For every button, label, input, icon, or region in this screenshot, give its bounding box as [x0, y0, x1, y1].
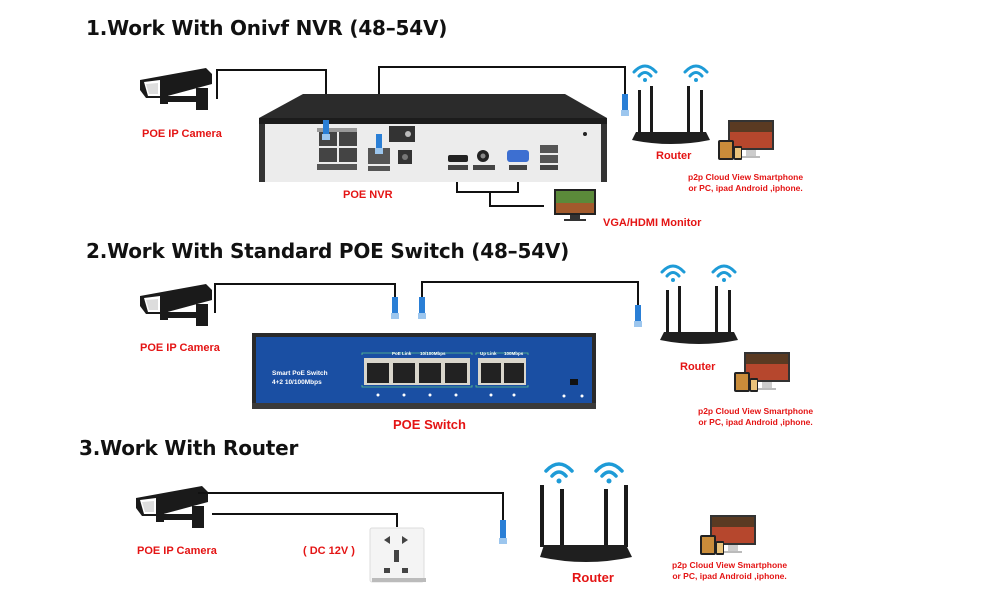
- wifi-router-icon: [658, 258, 748, 346]
- poe-nvr-device: [255, 90, 615, 185]
- cctv-camera-icon: [136, 64, 226, 114]
- camera-label: POE IP Camera: [140, 342, 220, 354]
- p2p-line-1: p2p Cloud View Smartphone: [688, 172, 804, 182]
- rj45-connector-icon: [633, 305, 643, 327]
- cctv-camera-icon: [132, 482, 222, 532]
- nvr-label: POE NVR: [343, 189, 393, 201]
- p2p-line-2: or PC, ipad Android ,iphone.: [672, 571, 787, 581]
- router-label: Router: [656, 150, 692, 162]
- poe-link-label: PoE Link: [392, 351, 412, 356]
- p2p-line-2: or PC, ipad Android ,iphone.: [698, 417, 813, 427]
- p2p-line-1: p2p Cloud View Smartphone: [698, 406, 814, 416]
- rj45-connector-icon: [374, 134, 384, 154]
- rj45-connector-icon: [620, 94, 630, 116]
- poe-speed-label: 10/100Mbps: [420, 351, 446, 356]
- poe-switch-device: Smart PoE Switch 4+2 10/100Mbps PoE Link…: [252, 333, 596, 409]
- wifi-router-icon: [540, 455, 640, 567]
- rj45-connector-icon: [498, 520, 508, 544]
- switch-brand-line-1: Smart PoE Switch: [272, 370, 328, 377]
- section-1-title: 1.Work With Onivf NVR (48–54V): [86, 16, 448, 40]
- p2p-line-1: p2p Cloud View Smartphone: [672, 560, 788, 570]
- power-outlet-icon: [368, 526, 428, 584]
- rj45-connector-icon: [321, 120, 331, 140]
- power-label: ( DC 12V ): [303, 545, 355, 557]
- pc-tablet-phone-icon: [734, 352, 790, 396]
- section-2-title: 2.Work With Standard POE Switch (48–54V): [86, 239, 570, 263]
- router-label: Router: [680, 361, 716, 373]
- p2p-text: p2p Cloud View Smartphone or PC, ipad An…: [688, 172, 803, 194]
- uplink-label: Up Link: [480, 351, 497, 356]
- switch-brand-line-2: 4+2 10/100Mbps: [272, 379, 322, 386]
- p2p-line-2: or PC, ipad Android ,iphone.: [688, 183, 803, 193]
- switch-label: POE Switch: [393, 417, 466, 432]
- wifi-router-icon: [630, 58, 720, 146]
- cctv-camera-icon: [136, 280, 226, 330]
- monitor-label: VGA/HDMI Monitor: [603, 217, 702, 229]
- rj45-connector-icon: [390, 297, 400, 319]
- rj45-connector-icon: [417, 297, 427, 319]
- section-3-title: 3.Work With Router: [79, 436, 299, 460]
- camera-label: POE IP Camera: [137, 545, 217, 557]
- pc-tablet-phone-icon: [718, 120, 774, 164]
- camera-label: POE IP Camera: [142, 128, 222, 140]
- p2p-text: p2p Cloud View Smartphone or PC, ipad An…: [698, 406, 813, 428]
- pc-tablet-phone-icon: [700, 515, 756, 559]
- p2p-text: p2p Cloud View Smartphone or PC, ipad An…: [672, 560, 787, 582]
- uplink-speed-label: 100Mbps: [504, 351, 524, 356]
- monitor-icon: [552, 187, 598, 223]
- router-label: Router: [572, 570, 614, 585]
